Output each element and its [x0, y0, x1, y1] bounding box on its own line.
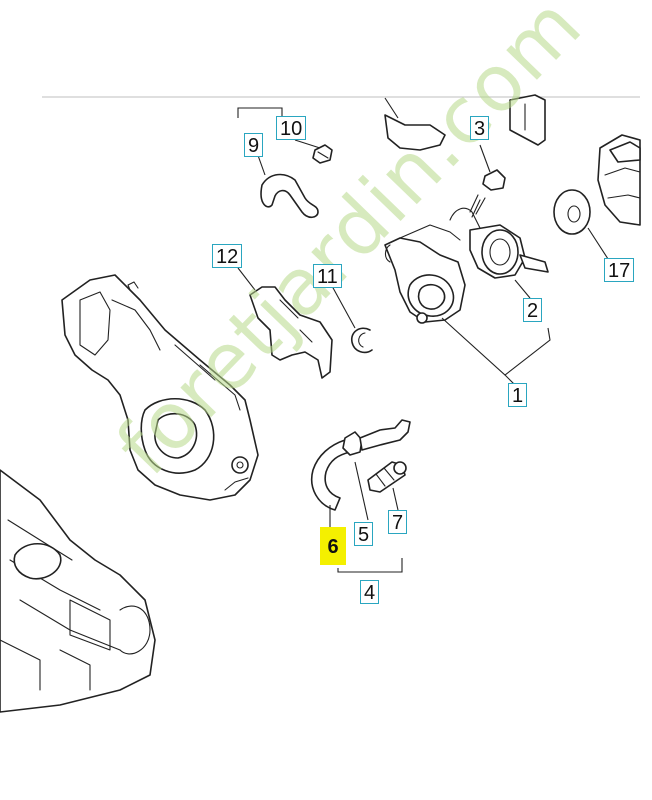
- part-10-nipple: [294, 139, 333, 164]
- callout-11[interactable]: 11: [313, 264, 342, 288]
- part-11-circlip: [331, 285, 373, 354]
- callout-7[interactable]: 7: [388, 510, 408, 534]
- callout-10[interactable]: 10: [276, 116, 307, 140]
- part-5-pipe: [342, 419, 411, 456]
- part-2-worm-gear: [449, 207, 549, 299]
- callout-3[interactable]: 3: [470, 116, 490, 140]
- callout-9[interactable]: 9: [244, 133, 264, 157]
- callout-6-highlighted[interactable]: 6: [320, 527, 346, 565]
- callout-12[interactable]: 12: [212, 244, 243, 268]
- callout-17[interactable]: 17: [604, 258, 635, 282]
- part-7-fitting: [367, 461, 407, 493]
- part-1-oil-pump: [384, 224, 551, 386]
- part-9-hose: [254, 146, 319, 219]
- callout-2[interactable]: 2: [523, 298, 543, 322]
- cover-plate: [384, 97, 446, 151]
- sprocket-assembly: [597, 134, 641, 226]
- housing-body: [0, 469, 156, 713]
- part-12-bracket: [237, 267, 333, 379]
- callout-5[interactable]: 5: [354, 522, 374, 546]
- part-17-washer: [553, 189, 611, 263]
- callout-4[interactable]: 4: [360, 580, 380, 604]
- part-6-oil-hose: [311, 439, 351, 511]
- bar-guide-plate: [509, 94, 546, 146]
- part-3-screw: [469, 144, 506, 218]
- main-frame: [61, 274, 259, 501]
- callout-1[interactable]: 1: [508, 383, 528, 407]
